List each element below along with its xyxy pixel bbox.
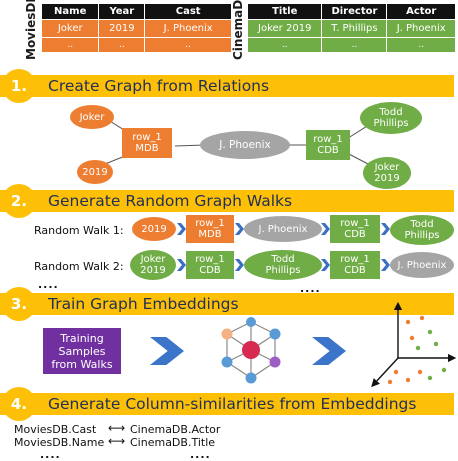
table-cell: T. Phillips — [321, 19, 388, 38]
walk-node: Todd Phillips — [244, 250, 322, 280]
embedding-space-icon — [371, 301, 456, 388]
column-header: Cast — [144, 4, 232, 20]
double-arrow-icon: ⟷ — [108, 421, 126, 435]
graph-node-todd-phillips: Todd Phillips — [360, 102, 422, 134]
step-1-title: Create Graph from Relations — [48, 77, 270, 95]
step-4-bar — [0, 393, 454, 415]
walk-node: 2019 — [132, 217, 176, 241]
step-3-number: 3. — [2, 287, 36, 321]
similarity-ellipsis-right: .... — [190, 448, 211, 461]
table-cell: .. — [321, 37, 388, 52]
walk-node: Joker 2019 — [130, 250, 176, 280]
graph-node-row1-mdb: row_1 MDB — [122, 128, 172, 158]
double-arrow-icon: ⟷ — [108, 434, 126, 448]
column-header: Actor — [386, 4, 456, 20]
table-cell: .. — [42, 37, 100, 52]
step-2-title: Generate Random Graph Walks — [48, 192, 293, 210]
table-row: .. .. .. — [42, 37, 232, 52]
cinemadb-table: Title Director Actor Joker 2019 T. Phill… — [248, 4, 456, 52]
walk-node: Todd Phillips — [390, 215, 454, 245]
column-header: Name — [42, 4, 100, 20]
graph-node-phoenix: J. Phoenix — [200, 131, 290, 159]
column-header: Title — [248, 4, 323, 20]
moviesdb-table: Name Year Cast Joker 2019 J. Phoenix .. … — [42, 4, 232, 52]
similarity-left: MoviesDB.Name — [14, 436, 105, 449]
walk-node: row_1 CDB — [330, 215, 380, 243]
table-cell: 2019 — [98, 19, 146, 38]
table-cell: J. Phoenix — [144, 19, 232, 38]
table-row: Joker 2019 T. Phillips J. Phoenix — [248, 19, 456, 38]
table-row: .. .. .. — [248, 37, 456, 52]
training-samples-box: Training Samples from Walks — [43, 328, 121, 374]
table-header-row: Title Director Actor — [248, 4, 456, 20]
table-cell: Joker 2019 — [248, 19, 323, 38]
walk-node: row_1 CDB — [186, 251, 234, 279]
similarity-ellipsis-left: .... — [40, 448, 61, 461]
graph-node-row1-cdb: row_1 CDB — [306, 130, 350, 160]
step-4-number: 4. — [2, 387, 36, 421]
walk-node: J. Phoenix — [390, 252, 454, 278]
step-3-bar — [0, 293, 454, 315]
table-cell: J. Phoenix — [386, 19, 456, 38]
walk-node: row_1 CDB — [330, 251, 380, 279]
walk-node-ellipsis: .... — [300, 282, 321, 295]
step-4-title: Generate Column-similarities from Embedd… — [48, 395, 417, 413]
table-cell: .. — [386, 37, 456, 52]
column-header: Year — [98, 4, 146, 20]
table-header-row: Name Year Cast — [42, 4, 232, 20]
step-2-bar — [0, 190, 454, 212]
step-1-bar — [0, 75, 454, 97]
step-1-number: 1. — [2, 69, 36, 103]
neural-network-icon — [221, 317, 281, 384]
random-walk-1-label: Random Walk 1: — [34, 224, 124, 237]
step-3-title: Train Graph Embeddings — [48, 295, 239, 313]
random-walk-2-label: Random Walk 2: — [34, 260, 124, 273]
table-cell: .. — [248, 37, 323, 52]
graph-node-joker: Joker — [70, 105, 114, 129]
table-cell: Joker — [42, 19, 100, 38]
table-cell: .. — [98, 37, 146, 52]
graph-node-2019: 2019 — [77, 160, 113, 184]
graph-node-joker-2019: Joker 2019 — [363, 157, 411, 189]
walk-node: row_1 MDB — [186, 215, 234, 243]
walk-ellipsis: .... — [38, 278, 59, 291]
table-cell: .. — [144, 37, 232, 52]
walk-node: J. Phoenix — [244, 216, 322, 242]
similarity-right: CinemaDB.Actor — [130, 423, 221, 436]
column-header: Director — [321, 4, 388, 20]
step-2-number: 2. — [2, 184, 36, 218]
similarity-right: CinemaDB.Title — [130, 436, 216, 449]
table-row: Joker 2019 J. Phoenix — [42, 19, 232, 38]
similarity-left: MoviesDB.Cast — [14, 423, 97, 436]
